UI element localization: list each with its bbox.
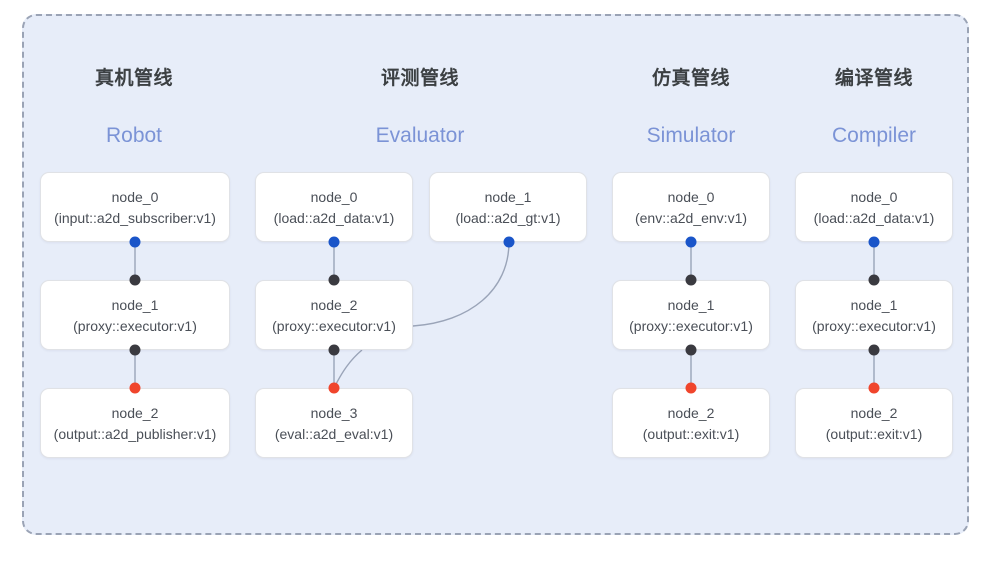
node-simulator-node_0[interactable]: node_0(env::a2d_env:v1) [612,172,770,242]
port-term-robot-node_2-0[interactable] [129,382,141,394]
port-out-evaluator-node_0-0[interactable] [328,236,340,248]
node-name: node_2 [667,404,715,421]
node-type: (proxy::executor:v1) [272,317,396,334]
column-subtitle-robot: Robot [105,124,163,147]
port-in-simulator-node_1-0[interactable] [685,274,697,286]
port-out-robot-node_0-0[interactable] [129,236,141,248]
node-type: (load::a2d_data:v1) [813,209,935,226]
node-compiler-node_1[interactable]: node_1(proxy::executor:v1) [795,280,953,350]
port-in-compiler-node_1-0[interactable] [868,274,880,286]
node-evaluator-node_2[interactable]: node_2(proxy::executor:v1) [255,280,413,350]
node-type: (input::a2d_subscriber:v1) [54,209,216,226]
node-name: node_0 [850,188,898,205]
node-type: (proxy::executor:v1) [629,317,753,334]
node-robot-node_1[interactable]: node_1(proxy::executor:v1) [40,280,230,350]
column-title-compiler: 编译管线 [834,68,913,89]
port-out-evaluator-node_1-0[interactable] [503,236,515,248]
node-name: node_0 [667,188,715,205]
port-in-evaluator-node_2-1[interactable] [328,344,340,356]
node-type: (env::a2d_env:v1) [634,209,748,226]
node-name: node_3 [310,404,358,421]
node-type: (proxy::executor:v1) [812,317,936,334]
port-term-evaluator-node_3-0[interactable] [328,382,340,394]
node-type: (output::a2d_publisher:v1) [53,425,217,442]
port-in-evaluator-node_2-0[interactable] [328,274,340,286]
node-simulator-node_2[interactable]: node_2(output::exit:v1) [612,388,770,458]
node-robot-node_2[interactable]: node_2(output::a2d_publisher:v1) [40,388,230,458]
node-name: node_2 [310,296,358,313]
node-compiler-node_2[interactable]: node_2(output::exit:v1) [795,388,953,458]
node-evaluator-node_1[interactable]: node_1(load::a2d_gt:v1) [429,172,587,242]
node-name: node_1 [111,296,159,313]
port-term-compiler-node_2-0[interactable] [868,382,880,394]
node-name: node_2 [111,404,159,421]
node-evaluator-node_3[interactable]: node_3(eval::a2d_eval:v1) [255,388,413,458]
node-type: (output::exit:v1) [825,425,923,442]
column-title-evaluator: 评测管线 [380,68,459,89]
column-subtitle-evaluator: Evaluator [375,124,465,147]
port-in-robot-node_1-0[interactable] [129,274,141,286]
node-simulator-node_1[interactable]: node_1(proxy::executor:v1) [612,280,770,350]
node-type: (load::a2d_gt:v1) [455,209,561,226]
port-out-compiler-node_0-0[interactable] [868,236,880,248]
node-name: node_1 [667,296,715,313]
port-in-compiler-node_1-1[interactable] [868,344,880,356]
port-term-simulator-node_2-0[interactable] [685,382,697,394]
node-evaluator-node_0[interactable]: node_0(load::a2d_data:v1) [255,172,413,242]
node-name: node_0 [310,188,358,205]
port-out-simulator-node_0-0[interactable] [685,236,697,248]
node-name: node_0 [111,188,159,205]
column-title-simulator: 仿真管线 [651,68,730,89]
node-name: node_1 [850,296,898,313]
column-subtitle-simulator: Simulator [646,124,736,147]
node-name: node_2 [850,404,898,421]
node-name: node_1 [484,188,532,205]
node-type: (proxy::executor:v1) [73,317,197,334]
node-type: (eval::a2d_eval:v1) [274,425,394,442]
node-type: (output::exit:v1) [642,425,740,442]
column-title-robot: 真机管线 [94,68,173,89]
port-in-robot-node_1-1[interactable] [129,344,141,356]
port-in-simulator-node_1-1[interactable] [685,344,697,356]
node-robot-node_0[interactable]: node_0(input::a2d_subscriber:v1) [40,172,230,242]
column-subtitle-compiler: Compiler [831,124,917,147]
node-compiler-node_0[interactable]: node_0(load::a2d_data:v1) [795,172,953,242]
node-type: (load::a2d_data:v1) [273,209,395,226]
